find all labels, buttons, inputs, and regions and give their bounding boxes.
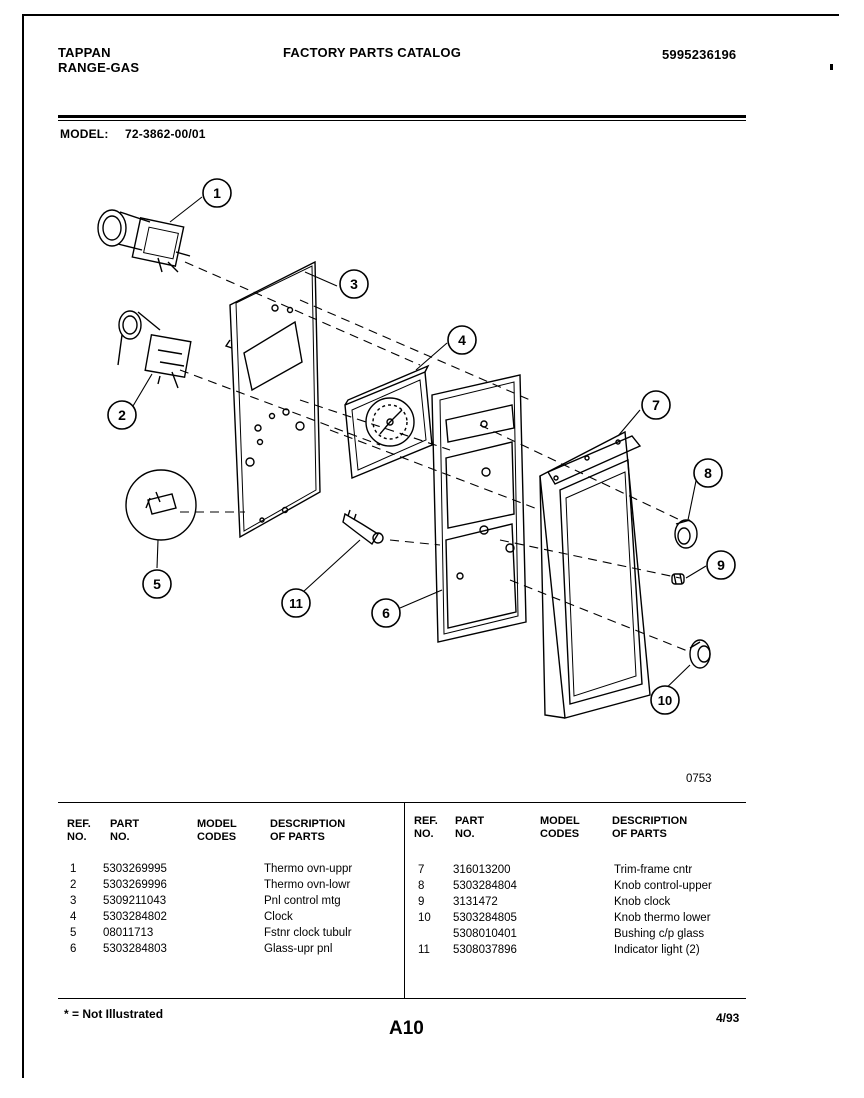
knob-lower-drawing: [689, 639, 711, 669]
brand-name: TAPPAN: [58, 45, 111, 60]
callout-9-label: 9: [717, 557, 725, 573]
table-row-desc: Fstnr clock tubulr: [264, 927, 352, 939]
table-row-desc: Bushing c/p glass: [614, 928, 705, 940]
drawing-code: 0753: [686, 773, 712, 785]
model-number: 72-3862-00/01: [125, 127, 206, 141]
table-row-ref: 2: [70, 879, 77, 891]
fastener-detail-drawing: [125, 469, 197, 541]
callout-6: 6: [371, 598, 401, 628]
table-row-part: 5303284804: [453, 880, 517, 892]
table-row-part: 5303284805: [453, 912, 517, 924]
callout-11: 11: [281, 588, 311, 618]
clock-drawing: [344, 364, 433, 480]
table-bottom-rule: [58, 998, 746, 999]
model-label: MODEL:: [60, 127, 109, 141]
callout-8-label: 8: [704, 465, 712, 481]
assembly-lines: [179, 261, 691, 653]
table-row-ref: 3: [70, 895, 77, 907]
brand-block: TAPPAN RANGE-GAS: [58, 45, 139, 75]
table-row-desc: Knob clock: [614, 896, 671, 908]
table-row-ref: 7: [418, 864, 425, 876]
catalog-number: 5995236196: [662, 47, 737, 62]
table-top-rule: [58, 802, 746, 803]
callout-2: 2: [107, 400, 137, 430]
knob-clock-drawing: [671, 573, 685, 585]
callout-10: 10: [650, 685, 680, 715]
thermostat-lower-drawing: [117, 310, 192, 389]
thermostat-upper-drawing: [97, 209, 191, 273]
table-row-part: 316013200: [453, 864, 511, 876]
table-row-part: 5303269996: [103, 879, 167, 891]
page-border: [22, 14, 839, 1078]
table-row-desc: Thermo ovn-lowr: [264, 879, 351, 891]
callout-7-label: 7: [652, 397, 660, 413]
callout-9: 9: [706, 550, 736, 580]
header-rule: [58, 115, 746, 118]
table-row-ref: 5: [70, 927, 77, 939]
table-row-ref: 8: [418, 880, 425, 892]
table-row-part: 5309211043: [103, 895, 167, 907]
indicator-light-drawing: [342, 509, 384, 546]
table-row-part: 5303284803: [103, 943, 167, 955]
callout-11-label: 11: [289, 596, 303, 611]
table-center-divider: [404, 802, 405, 999]
callout-5-label: 5: [153, 576, 161, 592]
right-ref-header: REF.NO.: [414, 815, 438, 840]
not-illustrated-note: * = Not Illustrated: [64, 1007, 164, 1021]
table-row-ref: 9: [418, 896, 425, 908]
callout-3-label: 3: [350, 276, 358, 292]
callout-10-label: 10: [658, 693, 672, 708]
callout-7: 7: [641, 390, 671, 420]
table-row-ref: 4: [70, 911, 77, 923]
table-row-part: 08011713: [103, 927, 154, 939]
callout-6-label: 6: [382, 605, 390, 621]
callout-5: 5: [142, 569, 172, 599]
leader-lines: [132, 196, 707, 698]
callout-2-label: 2: [118, 407, 126, 423]
page-number: A10: [389, 1018, 424, 1039]
callout-4: 4: [447, 325, 477, 355]
table-row-ref: 6: [70, 943, 77, 955]
table-row-desc: Thermo ovn-uppr: [264, 863, 353, 875]
table-row-desc: Indicator light (2): [614, 944, 700, 956]
table-row-ref: 11: [418, 944, 430, 956]
callout-1: 1: [202, 178, 232, 208]
table-row-part: 3131472: [453, 896, 498, 908]
callout-group: 1 2 3 4 5 6 7 8 9 10 11: [107, 178, 736, 715]
table-row-part: 5303269995: [103, 863, 167, 875]
table-row-ref: 10: [418, 912, 431, 924]
knob-upper-drawing: [674, 519, 698, 549]
control-panel-drawing: [224, 260, 321, 539]
product-line: RANGE-GAS: [58, 60, 140, 75]
table-row-desc: Knob thermo lower: [614, 912, 711, 924]
callout-8: 8: [693, 458, 723, 488]
callout-1-label: 1: [213, 185, 221, 201]
table-row-part: 5308037896: [453, 944, 517, 956]
table-row-desc: Pnl control mtg: [264, 895, 341, 907]
callout-3: 3: [339, 269, 369, 299]
table-row-ref: 1: [70, 863, 77, 875]
table-row-desc: Clock: [264, 911, 293, 923]
revision-date: 4/93: [716, 1011, 740, 1025]
trim-frame-drawing: [539, 430, 651, 719]
edge-mark: [830, 64, 833, 70]
table-row-desc: Glass-upr pnl: [264, 943, 333, 955]
table-row-part: 5308010401: [453, 928, 517, 940]
left-ref-header: REF.NO.: [67, 818, 91, 843]
table-row-desc: Trim-frame cntr: [614, 864, 693, 876]
glass-panel-drawing: [431, 374, 527, 643]
header-rule-thin: [58, 120, 746, 121]
table-row-part: 5303284802: [103, 911, 167, 923]
table-row-desc: Knob control-upper: [614, 880, 712, 892]
callout-4-label: 4: [458, 332, 466, 348]
catalog-title: FACTORY PARTS CATALOG: [283, 45, 462, 60]
